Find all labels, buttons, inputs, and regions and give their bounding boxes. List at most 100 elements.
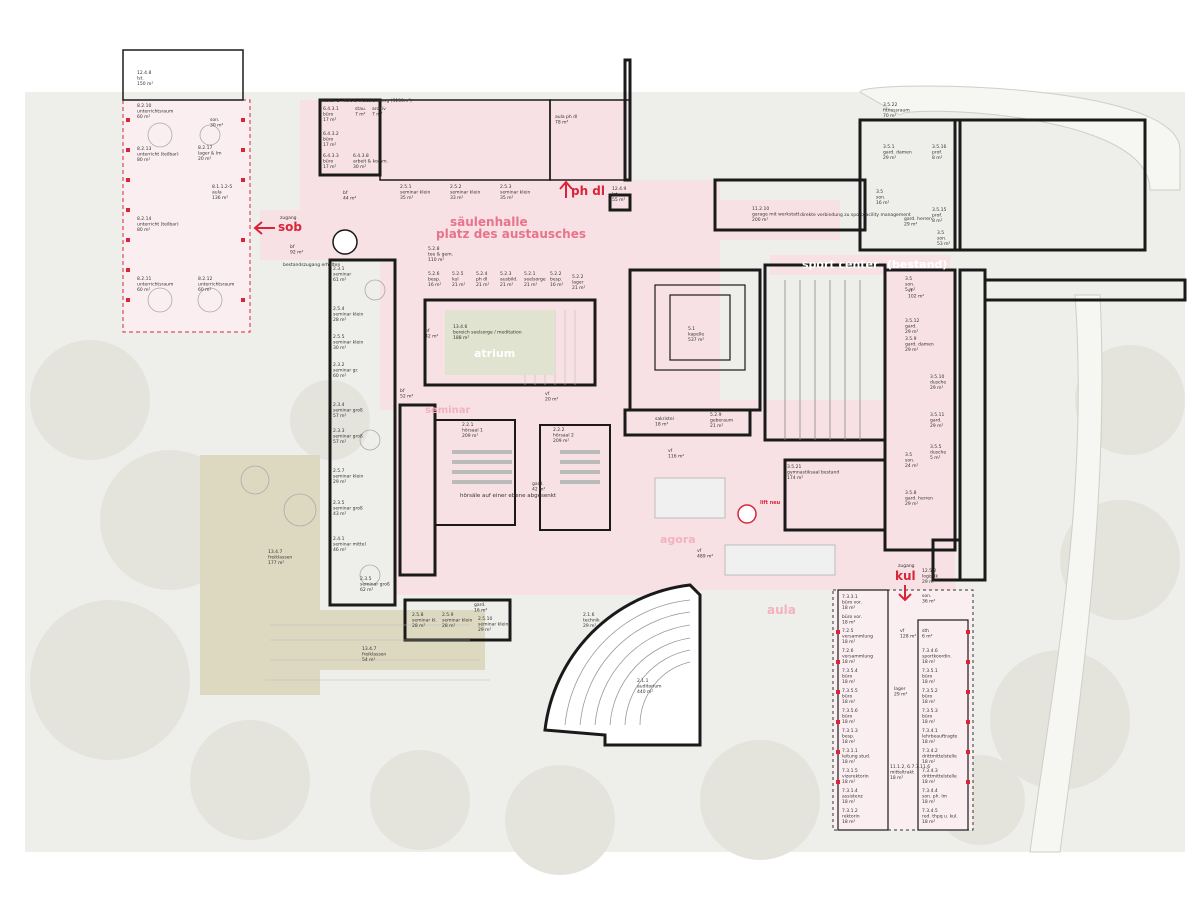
room-label-line: seminar klein xyxy=(400,190,431,196)
room-label-line: seminar xyxy=(333,272,351,278)
room-label-line: prof. xyxy=(932,213,942,219)
room-label-line: 8.2.13 xyxy=(137,146,151,152)
room-label-line: 489 m² xyxy=(697,554,713,560)
room-label-line: 7 m² xyxy=(372,112,383,118)
room-label-line: besp. xyxy=(428,277,440,283)
room-label-line: 3.5.9 xyxy=(905,336,917,342)
room-label-line: 18 m² xyxy=(842,639,856,645)
room-label-line: 80 m² xyxy=(137,227,151,233)
room-label-line: büro xyxy=(922,674,932,680)
room-label-line: 5.2.4 xyxy=(476,271,488,277)
room-label-line: gard. xyxy=(905,324,917,330)
room-label-line: red. thpq u. kul. xyxy=(922,814,958,820)
room-label-line: 8 m² xyxy=(932,155,943,161)
bleachers xyxy=(784,280,861,440)
room-label-line: 18 m² xyxy=(842,799,856,805)
room-label-line: seminar groß xyxy=(333,506,363,512)
room-label-line: bereich seelsorge / meditation xyxy=(453,330,522,336)
room-label-line: vizerektorin xyxy=(842,774,869,780)
room-label-line: büro xyxy=(842,694,852,700)
room-label-line: 3.5.12 xyxy=(905,318,919,324)
room-label: gard.42 m² xyxy=(532,481,546,493)
room-label-line: 8.2.14 xyxy=(137,216,151,222)
room-label-line: 6 m² xyxy=(922,634,933,640)
room-label-line: 5.2.8 xyxy=(428,246,440,252)
room-label-line: 2.1.6 xyxy=(583,612,595,618)
room-label-line: büro xyxy=(922,694,932,700)
room-label-line: 2.3.5 xyxy=(333,500,345,506)
room-label-line: unterrichtsraum xyxy=(137,109,173,115)
label-atrium: atrium xyxy=(474,347,515,360)
room-label-line: 7.3.1.1 xyxy=(842,748,858,754)
room-label-line: 30 m² xyxy=(333,345,347,351)
room-label-line: 30 m² xyxy=(353,164,367,170)
room-label-line: son. xyxy=(937,237,946,242)
room-label-line: unterrichtsraum xyxy=(137,282,173,288)
room-label-line: fitnessraum xyxy=(883,108,910,114)
auditorium-fan xyxy=(543,583,702,747)
room-label-line: ph dl xyxy=(476,277,487,283)
room-label-line: 18 m² xyxy=(842,719,856,725)
room-label-line: vf xyxy=(668,448,673,454)
room-label-line: 7.3.3.1 xyxy=(842,594,858,600)
room-label-line: 53 m² xyxy=(937,241,951,247)
room-label-line: 7.3.4.3 xyxy=(922,768,938,774)
room-label-line: technik xyxy=(583,618,600,624)
room-label-line: 18 m² xyxy=(842,605,856,611)
room-label-line: 21 m² xyxy=(452,282,466,288)
room-label-line: 7.3.1.5 xyxy=(842,768,858,774)
room-label-line: freiklassen xyxy=(268,555,292,561)
room-label-line: 200 m² xyxy=(752,217,768,223)
room-label-line: archiv xyxy=(372,106,386,112)
room-label: gard.16 m² xyxy=(474,602,488,614)
room-label-line: 60 m² xyxy=(137,114,151,120)
room-label-line: 60 m² xyxy=(137,287,151,293)
room-label-line: 61 m² xyxy=(333,277,347,283)
room-label-line: 18 m² xyxy=(890,775,904,781)
room-label-line: lehrbeauftragte xyxy=(922,734,957,740)
room-label-line: 18 m² xyxy=(922,739,936,745)
room-label-line: 440 m² xyxy=(637,689,653,695)
room-label-line: 7 m² xyxy=(355,112,366,118)
room-label-line: 21 m² xyxy=(500,282,514,288)
room-label-line: 7.3.4.1 xyxy=(922,728,938,734)
room-label-line: 29 m² xyxy=(930,423,944,429)
room-label: büro vor.18 m² xyxy=(842,614,862,626)
entrance-kul-zugang: zugang xyxy=(898,564,915,569)
label-bestand: (bestand) xyxy=(887,258,947,271)
room-label-line: 150 m² xyxy=(137,81,153,87)
room-label-line: 3.5.11 xyxy=(930,412,944,418)
room-label-line: 7.3.5.1 xyxy=(922,668,938,674)
column-grid xyxy=(126,118,970,784)
room-label-line: seminar klein xyxy=(333,340,364,346)
room-label-line: seminar klein xyxy=(450,190,481,196)
room-label-line: logistik xyxy=(922,574,938,580)
room-label-line: 2.3.2 xyxy=(333,362,345,368)
label-seminar: seminar xyxy=(425,405,470,416)
room-label-line: kapelle xyxy=(688,332,704,338)
room-label-line: 3.5.5 xyxy=(930,444,942,450)
room-label-line: mitteltrakt xyxy=(890,770,914,776)
room-label-line: 55 m² xyxy=(612,197,626,203)
room-label-line: leitung stud. xyxy=(842,754,870,760)
room-label-line: 28 m² xyxy=(412,623,426,629)
room-label-line: prof. xyxy=(932,150,942,156)
room-label-line: unterrichtsraum xyxy=(198,282,234,288)
